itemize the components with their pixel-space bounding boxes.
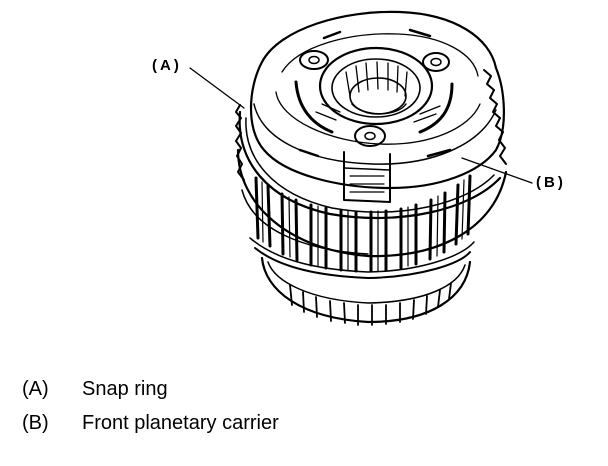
legend-label-front-planetary-carrier: Front planetary carrier <box>82 412 279 434</box>
legend-key-b: (B) <box>22 412 49 434</box>
legend-key-a: (A) <box>22 378 49 400</box>
callout-label-b: (B) <box>536 174 566 191</box>
front-lug <box>343 151 391 203</box>
clutch-drum-band <box>236 148 508 279</box>
carrier-body <box>249 10 505 190</box>
leader-line-a <box>189 67 245 109</box>
legend-label-snap-ring: Snap ring <box>82 378 168 400</box>
snap-ring <box>238 110 502 220</box>
pinion-bosses <box>294 28 454 158</box>
leader-line-b <box>461 157 533 184</box>
callout-label-a: (A) <box>152 57 182 74</box>
serrated-edges <box>235 69 507 181</box>
center-hub <box>318 46 434 126</box>
lower-spline-drum <box>260 256 472 326</box>
